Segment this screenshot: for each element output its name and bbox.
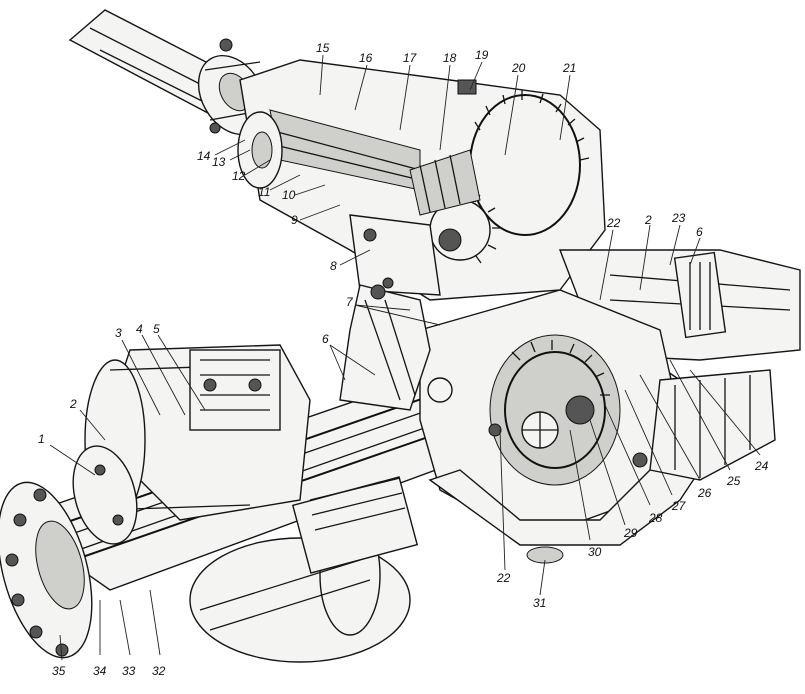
callout-9: 9 [291, 213, 298, 227]
transfer-gearbox [237, 59, 606, 301]
callout-26: 26 [697, 486, 712, 500]
callout-19: 19 [475, 48, 489, 62]
callout-5: 5 [153, 322, 160, 336]
callout-2-right: 2 [644, 213, 652, 227]
pinion-gear [429, 190, 500, 264]
callout-16: 16 [359, 51, 373, 65]
differential-housing [419, 289, 681, 541]
callout-2-left: 2 [69, 397, 77, 411]
callout-8: 8 [330, 259, 337, 273]
callout-22-lower: 22 [496, 571, 511, 585]
callout-27: 27 [671, 499, 687, 513]
callout-31: 31 [533, 596, 546, 610]
callout-34: 34 [93, 664, 107, 678]
left-hub-flange [0, 445, 138, 659]
callout-29: 29 [623, 526, 638, 540]
callout-22-upper: 22 [606, 216, 621, 230]
callout-labels: 1 2 2 3 4 5 6 6 7 8 9 10 11 12 13 14 15 … [38, 41, 769, 678]
callout-3: 3 [115, 326, 122, 340]
callout-20: 20 [511, 61, 526, 75]
lower-brake-drum [189, 476, 419, 663]
callout-7: 7 [346, 295, 354, 309]
support-strut [339, 284, 453, 411]
callout-14: 14 [197, 149, 211, 163]
leader-lines [49, 54, 761, 661]
differential-belly [428, 459, 702, 564]
callout-10: 10 [282, 188, 296, 202]
callout-30: 30 [588, 545, 602, 559]
callout-33: 33 [122, 664, 136, 678]
callout-24: 24 [754, 459, 769, 473]
callout-6-lower: 6 [322, 332, 329, 346]
callout-12: 12 [232, 169, 246, 183]
callout-23: 23 [671, 211, 686, 225]
callout-18: 18 [443, 51, 457, 65]
callout-1: 1 [38, 432, 45, 446]
callout-15: 15 [316, 41, 330, 55]
callout-11: 11 [258, 185, 270, 199]
callout-35: 35 [52, 664, 66, 678]
right-housing-bulge [649, 369, 776, 481]
callout-13: 13 [212, 155, 226, 169]
callout-6-upper: 6 [696, 225, 703, 239]
callout-25: 25 [726, 474, 741, 488]
callout-28: 28 [648, 511, 663, 525]
callout-32: 32 [152, 664, 166, 678]
callout-21: 21 [562, 61, 576, 75]
callout-17: 17 [403, 51, 418, 65]
differential-bevel-teeth [511, 340, 610, 396]
callout-4: 4 [136, 322, 143, 336]
